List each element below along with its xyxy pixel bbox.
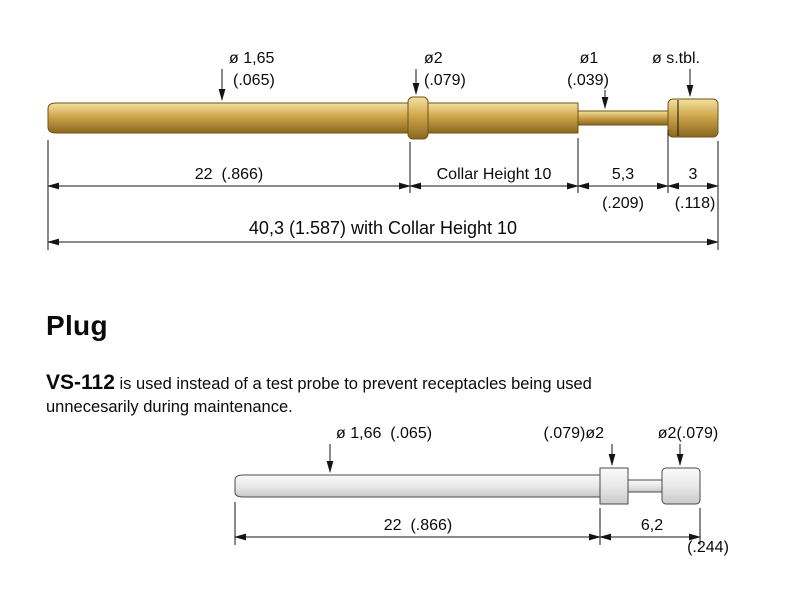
plug-dimensions: ø 1,66 (.065) (.079)ø2 ø2(.079) 22 (.866… <box>234 425 729 556</box>
probe-dim-barrel-label: 22 (.866) <box>195 166 263 183</box>
plug-dia-collar-label: (.079)ø2 <box>544 425 605 442</box>
probe-dim-head-inch-label: (.118) <box>675 195 716 212</box>
probe-dia-tip-label: ø1 <box>580 50 599 67</box>
probe-dimensions: ø 1,65 (.065) ø2 (.079) ø1 (.039) ø s.tb… <box>47 50 719 250</box>
plug-collar <box>599 467 629 505</box>
plug-description-line1: is used instead of a test probe to preve… <box>114 374 592 393</box>
plug-cap <box>661 467 701 505</box>
plug-heading: Plug <box>46 310 108 341</box>
plug-dim-right-inch-label: (.244) <box>687 539 729 556</box>
probe-dia-tip-inch-label: (.039) <box>567 72 609 89</box>
probe-dim-head-label: 3 <box>689 166 698 183</box>
probe-drawing <box>47 96 719 140</box>
plug-barrel <box>234 474 601 498</box>
plug-model-number: VS-112 <box>46 370 115 394</box>
probe-head <box>667 98 719 138</box>
probe-dia-collar-inch-label: (.079) <box>424 72 466 89</box>
plug-description: VS-112 is used instead of a test probe t… <box>46 371 706 419</box>
probe-dia-barrel-label: ø 1,65 <box>229 50 274 67</box>
plug-drawing <box>234 467 701 505</box>
probe-dim-tip-label: 5,3 <box>612 166 634 183</box>
probe-collar <box>407 96 429 140</box>
probe-dia-barrel-inch-label: (.065) <box>233 72 275 89</box>
plug-description-line2: unnecesarily during maintenance. <box>46 397 293 416</box>
probe-mid-barrel <box>427 102 579 134</box>
plug-dim-right-label: 6,2 <box>641 517 663 534</box>
plug-dim-barrel-label: 22 (.866) <box>384 517 452 534</box>
probe-barrel <box>47 102 413 134</box>
plug-neck <box>627 479 663 493</box>
probe-dim-collar-label: Collar Height 10 <box>437 166 552 183</box>
probe-dia-head-label: ø s.tbl. <box>652 50 700 67</box>
plug-dia-cap-label: ø2(.079) <box>658 425 718 442</box>
probe-dim-tip-inch-label: (.209) <box>602 195 644 212</box>
plug-dia-barrel-label: ø 1,66 (.065) <box>336 425 432 442</box>
probe-tip-rod <box>577 110 671 126</box>
probe-dia-collar-label: ø2 <box>424 50 443 67</box>
probe-dim-overall-label: 40,3 (1.587) with Collar Height 10 <box>249 218 517 238</box>
